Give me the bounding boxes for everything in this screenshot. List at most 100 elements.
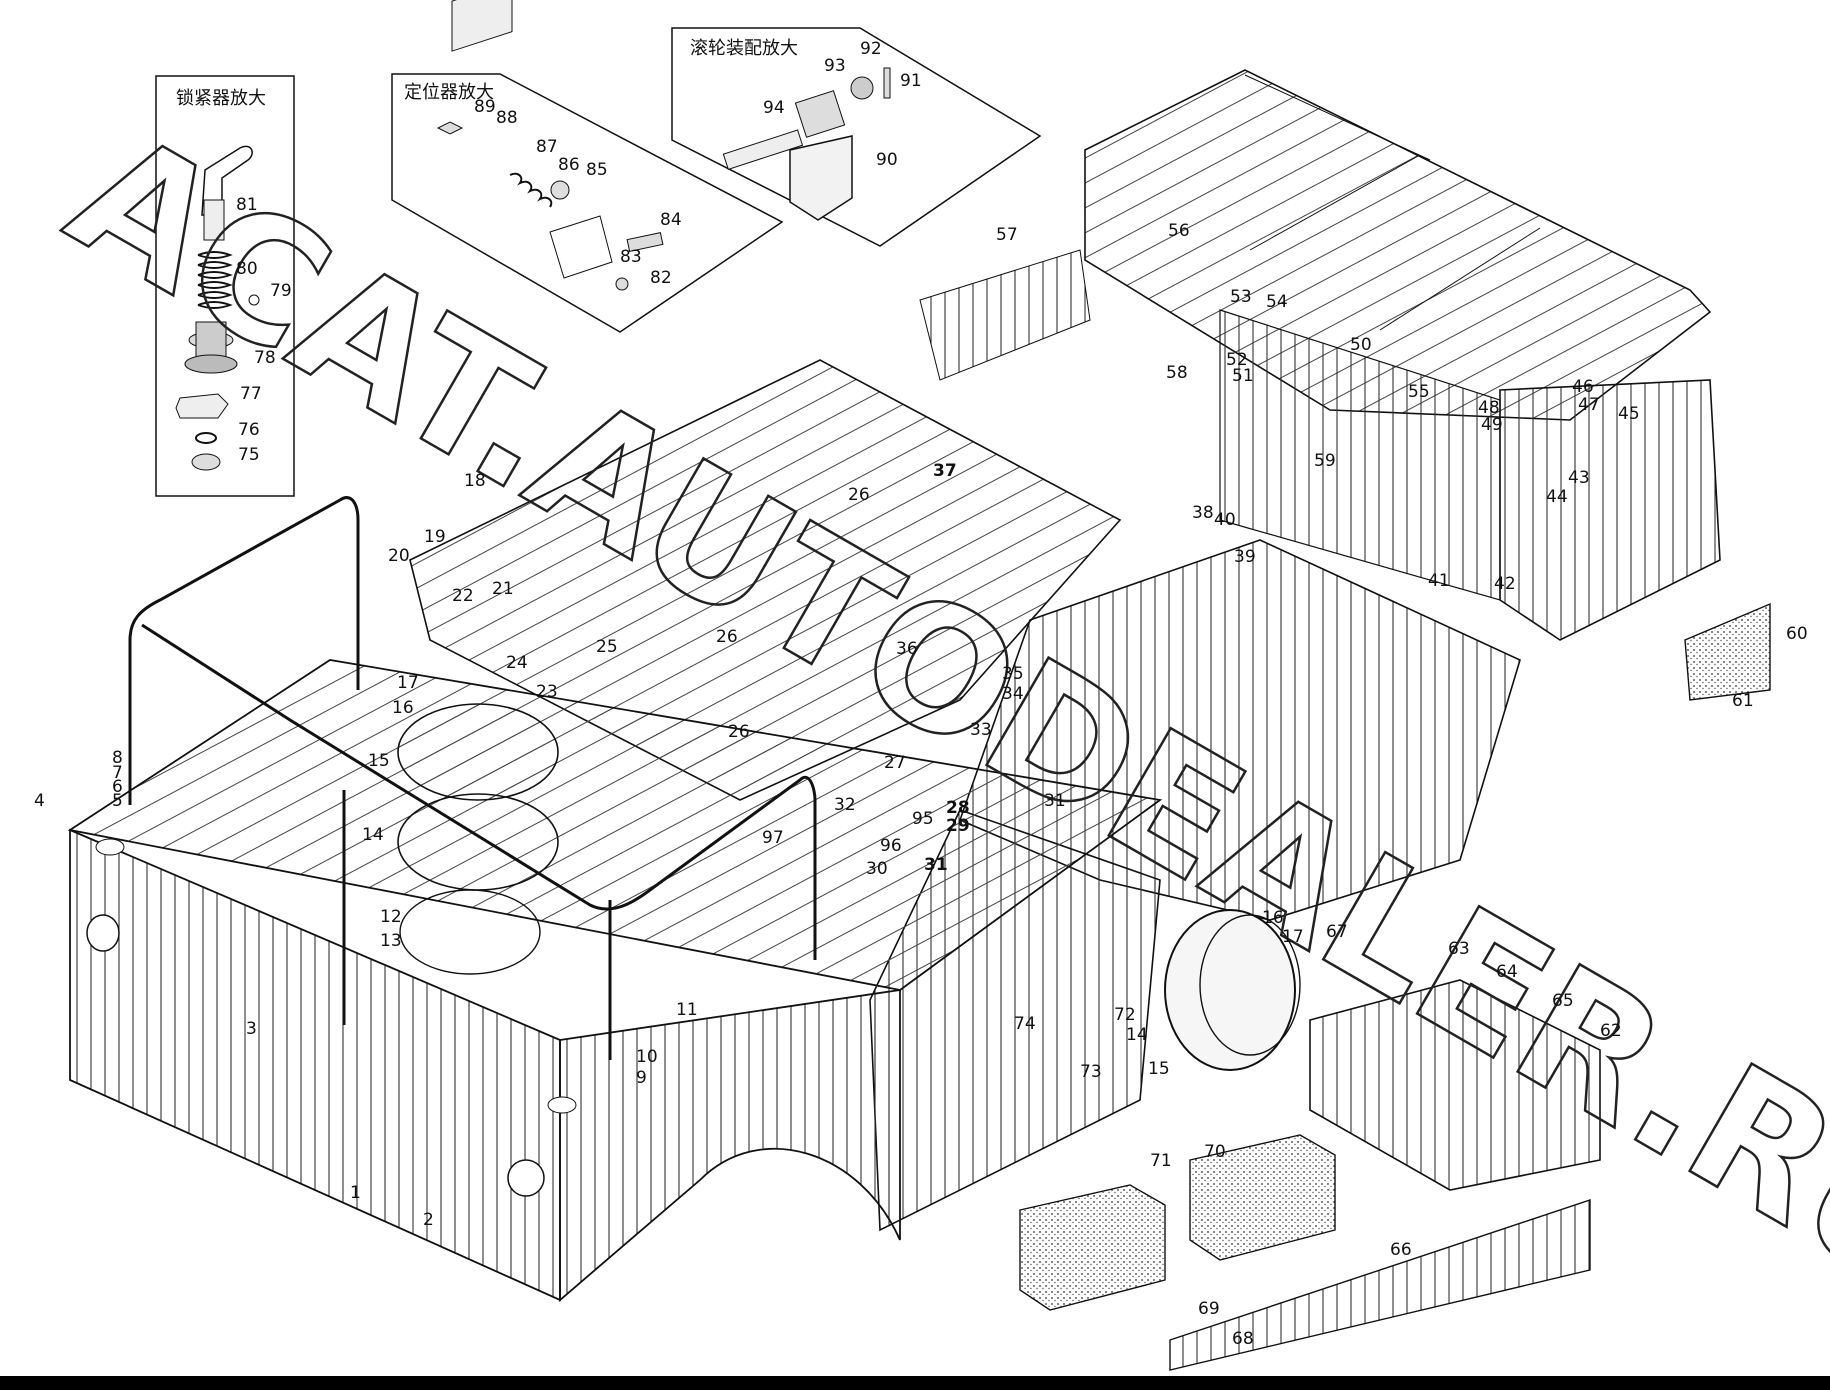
part-label-26b: 26	[716, 627, 738, 647]
side-plate-60	[1684, 602, 1771, 701]
part-label-73: 73	[1080, 1062, 1102, 1082]
part-label-36: 36	[896, 639, 918, 659]
part-label-7: 7	[112, 763, 123, 783]
part-label-17: 17	[397, 673, 419, 693]
locker-inset-title: 锁紧器放大	[176, 88, 266, 109]
part-label-52: 52	[1226, 350, 1248, 370]
rear-side-wall	[1219, 309, 1721, 641]
part-label-8: 8	[112, 748, 123, 768]
part-label-62: 62	[1600, 1021, 1622, 1041]
part-label-68: 68	[1232, 1329, 1254, 1349]
part-label-10: 10	[636, 1047, 658, 1067]
part-label-95: 95	[912, 809, 934, 829]
part-label-1: 1	[350, 1183, 361, 1203]
part-label-13: 13	[380, 931, 402, 951]
part-label-93: 93	[824, 56, 846, 76]
part-label-64: 64	[1496, 962, 1518, 982]
locator-inset: 定位器放大	[391, 0, 784, 333]
part-label-14b: 14	[1126, 1025, 1148, 1045]
part-label-33: 33	[970, 720, 992, 740]
center-cab-deck	[409, 249, 1122, 801]
part-label-14: 14	[362, 825, 384, 845]
part-label-15b: 15	[1148, 1059, 1170, 1079]
part-label-67: 67	[1326, 922, 1348, 942]
part-label-61: 61	[1732, 691, 1754, 711]
part-label-74: 74	[1014, 1014, 1036, 1034]
part-label-59: 59	[1314, 451, 1336, 471]
hatch-disc	[397, 703, 559, 975]
part-label-28: 28	[946, 798, 970, 818]
part-label-24: 24	[506, 653, 528, 673]
bottom-border	[0, 1376, 1830, 1390]
round-access-door	[1164, 909, 1301, 1071]
part-label-45: 45	[1618, 404, 1640, 424]
part-label-19: 19	[424, 527, 446, 547]
part-label-66: 66	[1390, 1240, 1412, 1260]
part-label-38: 38	[1192, 503, 1214, 523]
part-label-55: 55	[1408, 382, 1430, 402]
part-label-58: 58	[1166, 363, 1188, 383]
part-label-34: 34	[1002, 684, 1024, 704]
part-label-23: 23	[536, 682, 558, 702]
part-label-35: 35	[1002, 664, 1024, 684]
part-label-40: 40	[1214, 510, 1236, 530]
part-label-25: 25	[596, 637, 618, 657]
part-label-97: 97	[762, 828, 784, 848]
locator-inset-title: 定位器放大	[404, 82, 494, 103]
part-label-42: 42	[1494, 574, 1516, 594]
part-label-15: 15	[368, 751, 390, 771]
part-label-41: 41	[1428, 571, 1450, 591]
part-label-21: 21	[492, 579, 514, 599]
part-label-16b: 16	[1262, 908, 1284, 928]
part-label-57: 57	[996, 225, 1018, 245]
part-label-48: 48	[1478, 398, 1500, 418]
part-label-85: 85	[586, 160, 608, 180]
part-label-86: 86	[558, 155, 580, 175]
part-label-16: 16	[392, 698, 414, 718]
guard-rail	[128, 496, 817, 1060]
part-label-12: 12	[380, 907, 402, 927]
part-label-78: 78	[254, 348, 276, 368]
part-label-6: 6	[112, 777, 123, 797]
part-label-31b: 31	[924, 855, 948, 875]
part-label-87: 87	[536, 137, 558, 157]
locker-inset: 锁紧器放大	[155, 75, 295, 497]
part-label-26c: 26	[728, 722, 750, 742]
part-label-20: 20	[388, 546, 410, 566]
part-label-29: 29	[946, 816, 970, 836]
part-label-71: 71	[1150, 1151, 1172, 1171]
part-label-88: 88	[496, 108, 518, 128]
foam-blocks	[1019, 1134, 1336, 1311]
part-label-70: 70	[1204, 1142, 1226, 1162]
part-label-18: 18	[464, 471, 486, 491]
part-label-90: 90	[876, 150, 898, 170]
part-label-75: 75	[238, 445, 260, 465]
part-label-54: 54	[1266, 292, 1288, 312]
part-label-3: 3	[246, 1019, 257, 1039]
part-label-17b: 17	[1282, 927, 1304, 947]
part-label-83: 83	[620, 247, 642, 267]
part-label-69: 69	[1198, 1299, 1220, 1319]
part-label-81: 81	[236, 195, 258, 215]
part-label-50: 50	[1350, 335, 1372, 355]
part-label-26a: 26	[848, 485, 870, 505]
part-label-89: 89	[474, 97, 496, 117]
part-label-82: 82	[650, 268, 672, 288]
part-label-46: 46	[1572, 377, 1594, 397]
part-label-44: 44	[1546, 487, 1568, 507]
part-label-30: 30	[866, 859, 888, 879]
part-label-11: 11	[676, 1000, 698, 1020]
part-label-5: 5	[112, 791, 123, 811]
part-label-22: 22	[452, 586, 474, 606]
part-label-56: 56	[1168, 221, 1190, 241]
right-step-box	[1169, 979, 1601, 1371]
part-label-80: 80	[236, 259, 258, 279]
part-label-79: 79	[270, 281, 292, 301]
part-label-72: 72	[1114, 1005, 1136, 1025]
part-label-76: 76	[238, 420, 260, 440]
part-label-47: 47	[1578, 395, 1600, 415]
part-label-96: 96	[880, 836, 902, 856]
part-label-63: 63	[1448, 939, 1470, 959]
